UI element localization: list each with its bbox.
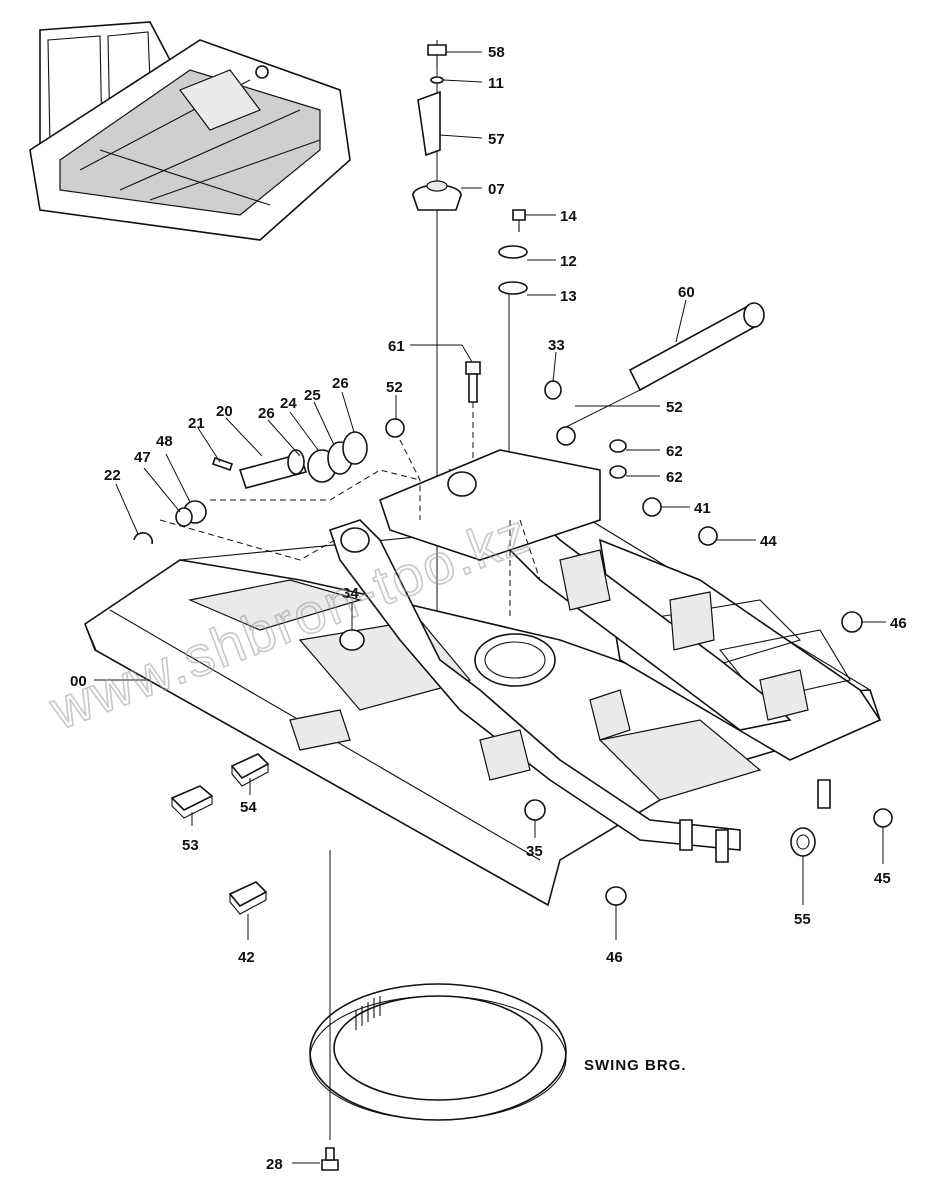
label-42: 42 — [238, 949, 255, 966]
label-44: 44 — [760, 533, 777, 550]
label-55: 55 — [794, 911, 811, 928]
label-57: 57 — [488, 131, 505, 148]
label-58: 58 — [488, 44, 505, 61]
label-14: 14 — [560, 208, 577, 225]
swing-bearing-caption: SWING BRG. — [584, 1057, 687, 1074]
connection-lines — [159, 439, 541, 1000]
label-35: 35 — [526, 843, 543, 860]
label-46b: 46 — [606, 949, 623, 966]
small-bushings — [385, 380, 863, 633]
label-21: 21 — [188, 415, 205, 432]
label-47: 47 — [134, 449, 151, 466]
label-26a: 26 — [332, 375, 349, 392]
part-labels: 58 11 57 07 14 12 13 60 61 33 52 52 62 6… — [70, 44, 907, 1173]
swing-bearing — [309, 983, 567, 1171]
top-pin-stack — [412, 40, 462, 640]
label-25: 25 — [304, 387, 321, 404]
label-12: 12 — [560, 253, 577, 270]
label-60: 60 — [678, 284, 695, 301]
label-34: 34 — [342, 585, 359, 602]
label-48: 48 — [156, 433, 173, 450]
leader-lines — [94, 51, 886, 1164]
bolt-61 — [465, 361, 481, 470]
label-41: 41 — [694, 500, 711, 517]
label-61: 61 — [388, 338, 405, 355]
label-62a: 62 — [666, 443, 683, 460]
plate-stack-right — [498, 209, 528, 480]
label-11: 11 — [488, 75, 504, 92]
label-62b: 62 — [666, 469, 683, 486]
label-07: 07 — [488, 181, 505, 198]
label-54: 54 — [240, 799, 257, 816]
label-52a: 52 — [386, 379, 403, 396]
label-22: 22 — [104, 467, 121, 484]
label-52b: 52 — [666, 399, 683, 416]
pin-60 — [559, 302, 765, 431]
excavator-inset — [29, 21, 351, 241]
label-28: 28 — [266, 1156, 283, 1173]
left-pin-group — [133, 431, 368, 545]
label-53: 53 — [182, 837, 199, 854]
label-33: 33 — [548, 337, 565, 354]
label-20: 20 — [216, 403, 233, 420]
label-24: 24 — [280, 395, 297, 412]
label-45: 45 — [874, 870, 891, 887]
label-13: 13 — [560, 288, 577, 305]
label-00: 00 — [70, 673, 87, 690]
pads — [170, 753, 893, 915]
label-26b: 26 — [258, 405, 275, 422]
frame-bushings — [339, 629, 546, 821]
main-frame — [84, 449, 882, 907]
label-46a: 46 — [890, 615, 907, 632]
